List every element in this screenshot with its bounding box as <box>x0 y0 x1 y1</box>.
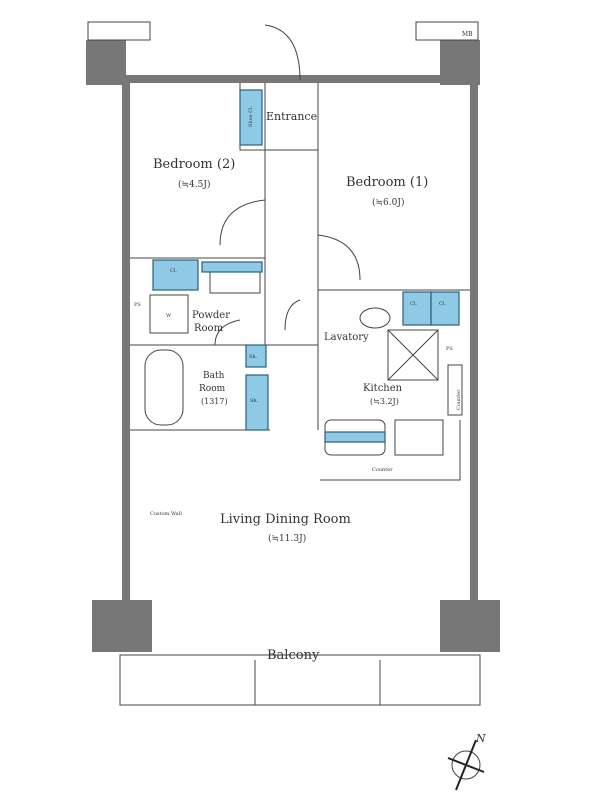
storage-closets <box>152 89 460 443</box>
ps-label: PS <box>446 346 453 352</box>
shelf-label: Sh. <box>249 354 258 360</box>
bath-room-label: Bath <box>203 371 225 381</box>
interior-walls <box>119 24 481 706</box>
kitchen-label: Kitchen <box>363 383 403 394</box>
mb-label: MB <box>462 31 473 38</box>
bedroom1-size: (≒6.0J) <box>372 197 404 208</box>
closet-label: Cl. <box>439 301 446 307</box>
north-label: N <box>475 732 486 745</box>
closet-label: Cl. <box>410 301 417 307</box>
compass-icon: N <box>447 732 486 791</box>
ps-label: PS <box>134 302 141 308</box>
shoe-closet-label: Shoe Cl. <box>248 105 254 127</box>
counter-label: Counter <box>456 389 462 410</box>
custom-wall-label: Custom Wall <box>150 511 182 517</box>
powder-room-label: Room <box>194 323 224 334</box>
entrance-label: Entrance <box>266 110 317 123</box>
bedroom2-label: Bedroom (2) <box>153 157 235 172</box>
bath-size: (1317) <box>201 397 228 406</box>
bedroom2-size: (≒4.5J) <box>178 179 210 190</box>
counter-label: Counter <box>372 467 393 473</box>
ldk-size: (≒11.3J) <box>268 533 306 544</box>
lavatory-label: Lavatory <box>324 332 369 343</box>
washer-label: W <box>166 313 172 319</box>
bedroom1-label: Bedroom (1) <box>346 175 428 190</box>
kitchen-size: (≒3.2J) <box>370 397 399 406</box>
bath-room-label: Room <box>199 384 226 394</box>
shelf-label: Sh. <box>250 398 259 404</box>
powder-room-label: Powder <box>192 310 230 321</box>
ldk-label: Living Dining Room <box>220 512 351 527</box>
balcony-label: Balcony <box>267 648 320 663</box>
closet-label: Cl. <box>170 268 177 274</box>
